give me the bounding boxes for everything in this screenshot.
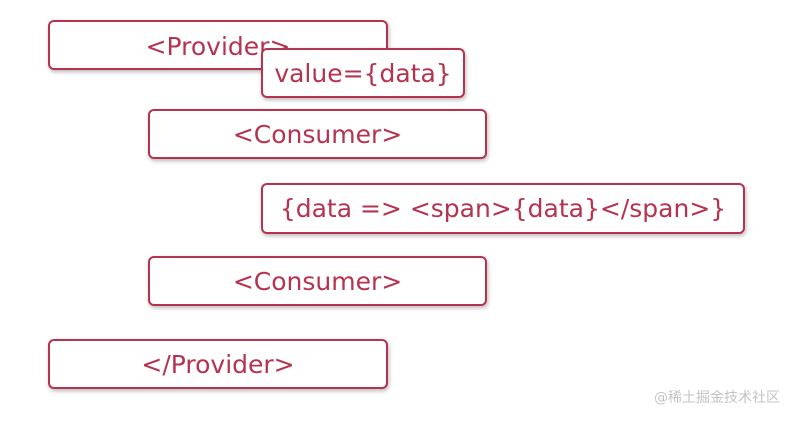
consumer-second-box: <Consumer> — [148, 256, 487, 306]
value-prop-box: value={data} — [261, 48, 465, 98]
watermark-text: @稀土掘金技术社区 — [654, 390, 780, 406]
render-function-box: {data => <span>{data}</span>} — [261, 183, 745, 234]
provider-close-label: </Provider> — [141, 349, 295, 379]
consumer-open-label: <Consumer> — [232, 119, 403, 149]
value-prop-label: value={data} — [274, 58, 452, 88]
consumer-open-box: <Consumer> — [148, 109, 487, 159]
render-function-label: {data => <span>{data}</span>} — [279, 194, 727, 223]
consumer-second-label: <Consumer> — [232, 266, 403, 296]
provider-open-box: <Provider> — [48, 20, 388, 70]
provider-close-box: </Provider> — [48, 339, 388, 389]
